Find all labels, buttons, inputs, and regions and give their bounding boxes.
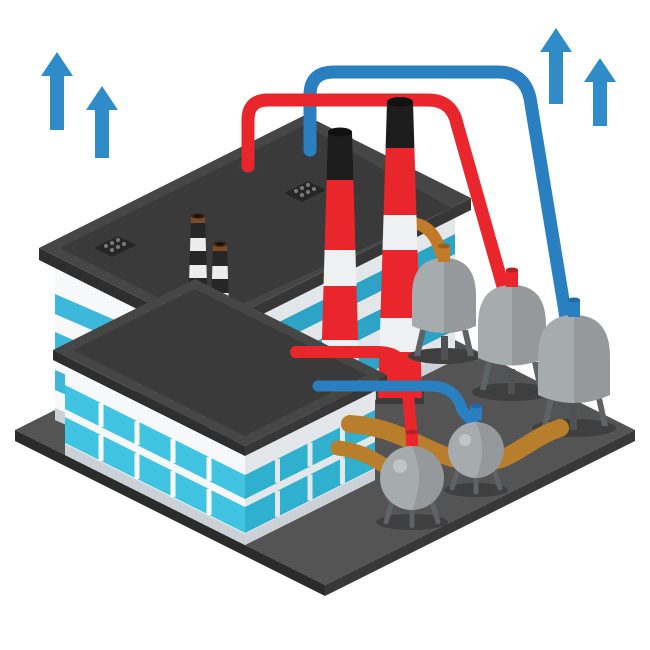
tank-leg (570, 405, 577, 430)
front-roof-left-edge (53, 350, 245, 456)
sphere-tank-body (380, 446, 444, 510)
tank-pipe-connector-top (568, 297, 580, 303)
gray-dome-tank-medium (472, 267, 552, 401)
chimney-band (187, 265, 209, 278)
front-building-base-trim (245, 469, 375, 545)
tank-pipe-connector-top (506, 267, 518, 273)
up-arrow-icon (41, 52, 73, 130)
window-band (65, 385, 245, 499)
tank-leg (441, 336, 448, 360)
tank-leg (462, 330, 474, 356)
platform-left-side (15, 430, 325, 596)
chimney-band (187, 216, 209, 223)
emission-arrows (41, 28, 616, 158)
tank-pipe-connector (568, 300, 580, 317)
tank-shading (574, 315, 610, 404)
chimney-mouth-hole (216, 242, 224, 246)
tank-leg (508, 369, 515, 394)
stack-band (378, 148, 422, 215)
tank-leg (491, 467, 503, 491)
tank-leg (542, 398, 554, 426)
stack-band (319, 250, 361, 286)
tank-pipe-connector-top (470, 403, 482, 409)
tank-leg (480, 362, 492, 390)
window-mullions-right (275, 426, 345, 517)
chimney-band (187, 251, 209, 265)
up-arrow-icon (540, 28, 572, 104)
tank-leg (429, 499, 441, 525)
platform-right-side (325, 430, 635, 596)
window-band (65, 417, 245, 533)
chimney-mouth-hole (194, 214, 202, 218)
up-arrow-icon (584, 58, 616, 126)
tank-shading (476, 422, 504, 478)
gray-dome-tank-small (408, 243, 480, 364)
tank-pipe-connector (406, 432, 418, 446)
tank-shading (412, 446, 444, 510)
red-overhead-pipe (241, 93, 511, 297)
window-mullions-left (98, 403, 212, 515)
chimney-band (209, 251, 231, 266)
stack-band (378, 215, 422, 250)
tank-pipe-connector (470, 406, 482, 420)
sphere-tank-front (376, 429, 448, 530)
front-roof-right-edge (245, 375, 387, 456)
tank-leg (414, 330, 426, 356)
tank-body (538, 315, 610, 403)
sphere-tank-body (448, 422, 504, 478)
roof-vent-2 (284, 181, 326, 202)
chimney-band (187, 238, 209, 251)
tank-pipe-connector (506, 270, 518, 287)
stack-top-opening (328, 127, 352, 137)
front-roof-inner (73, 289, 367, 436)
tank-highlight (393, 459, 407, 473)
tank-leg (449, 467, 461, 491)
tank-pipe-connector-top (406, 429, 418, 435)
chimney-band (187, 223, 209, 238)
chimney-band (209, 266, 231, 279)
stack-band (319, 286, 361, 340)
tank-body (478, 285, 546, 366)
tank-highlight (459, 434, 471, 446)
blue-lower-pipe (312, 380, 480, 430)
sphere-tank-back (444, 403, 508, 497)
chimney-band (209, 244, 231, 251)
front-factory-building (53, 279, 387, 545)
tank-leg (596, 398, 608, 426)
tank-leg (383, 499, 395, 525)
front-building-base-trim (65, 444, 245, 545)
tank-pipe-connector-top (438, 243, 450, 249)
up-arrow-icon (86, 86, 118, 158)
tank-shading (444, 258, 476, 334)
blue-overhead-pipe (303, 65, 573, 325)
red-lower-pipe (290, 346, 418, 444)
tank-pipe-connector (438, 246, 450, 262)
lower-pipes (290, 344, 480, 444)
stack-top-opening (387, 97, 413, 107)
tank-body (412, 258, 476, 333)
tank-shading (512, 285, 546, 366)
roof-vent-1 (94, 236, 136, 257)
